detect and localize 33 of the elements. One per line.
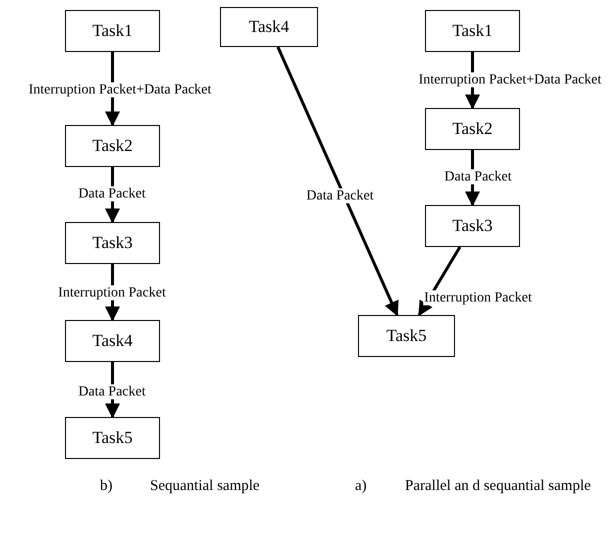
edge-label: Interruption Packet xyxy=(57,285,167,301)
edge-label: Data Packet xyxy=(443,169,513,185)
task-name: Task1 xyxy=(452,21,493,41)
caption: Parallel an d sequantial sample xyxy=(405,478,591,495)
task-box xyxy=(425,205,520,247)
task-box xyxy=(358,315,455,357)
task-box xyxy=(425,10,520,52)
task-box xyxy=(65,320,160,362)
caption-letter: a) xyxy=(355,478,367,495)
edge-label: Interruption Packet+Data Packet xyxy=(28,82,212,98)
edge-label: Interruption Packet+Data Packet xyxy=(418,72,602,88)
task-name: Task3 xyxy=(452,216,493,236)
task-name: Task4 xyxy=(248,17,290,37)
edge-label: Data Packet xyxy=(77,186,147,202)
caption: Sequantial sample xyxy=(150,478,260,495)
arrow xyxy=(276,46,399,316)
task-box xyxy=(65,417,160,459)
task-name: Task2 xyxy=(92,136,133,156)
task-box xyxy=(220,7,318,47)
task-box xyxy=(65,125,160,167)
task-name: Task1 xyxy=(92,21,133,41)
task-name: Task2 xyxy=(452,119,493,139)
task-box xyxy=(65,222,160,264)
task-name: Task5 xyxy=(92,428,133,448)
task-name: Task5 xyxy=(386,326,427,346)
task-name: Task3 xyxy=(92,233,133,253)
edge-label: Data Packet xyxy=(305,188,375,204)
task-name: Task4 xyxy=(92,331,133,351)
edge-label: Data Packet xyxy=(77,384,147,400)
caption-letter: b) xyxy=(100,478,112,495)
edge-label: Interruption Packet xyxy=(423,290,533,306)
task-box xyxy=(425,108,520,150)
task-box xyxy=(65,10,160,52)
